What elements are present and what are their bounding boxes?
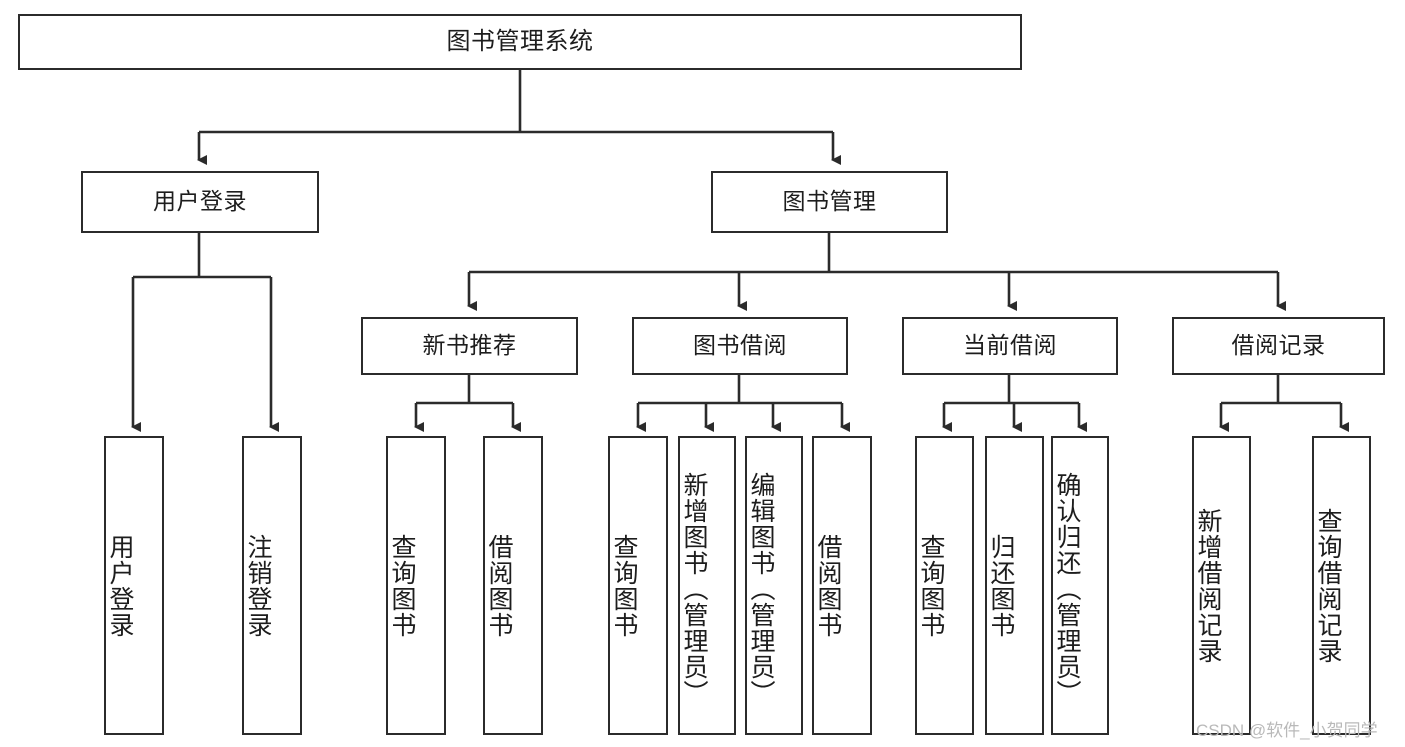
leaf-query-book-1[interactable]: 查询图书 bbox=[386, 436, 446, 735]
node-root-label: 图书管理系统 bbox=[446, 27, 594, 55]
leaf-user-logout[interactable]: 注销登录 bbox=[242, 436, 302, 735]
leaf-confirm-return-label: 确认归还（管理员） bbox=[1053, 471, 1081, 706]
node-borrow-record[interactable]: 借阅记录 bbox=[1172, 317, 1385, 375]
leaf-borrow-book-1[interactable]: 借阅图书 bbox=[483, 436, 543, 735]
leaf-return-book-label: 归还图书 bbox=[987, 533, 1015, 638]
leaf-add-book[interactable]: 新增图书（管理员） bbox=[678, 436, 736, 735]
node-user-login-label: 用户登录 bbox=[153, 188, 247, 215]
leaf-borrow-book-2-label: 借阅图书 bbox=[814, 533, 842, 638]
leaf-user-login[interactable]: 用户登录 bbox=[104, 436, 164, 735]
node-book-manage[interactable]: 图书管理 bbox=[711, 171, 948, 233]
node-new-book-recommend-label: 新书推荐 bbox=[422, 332, 517, 359]
node-current-borrow[interactable]: 当前借阅 bbox=[902, 317, 1118, 375]
leaf-user-login-label: 用户登录 bbox=[106, 533, 134, 638]
leaf-query-book-1-label: 查询图书 bbox=[388, 533, 416, 638]
leaf-query-book-3[interactable]: 查询图书 bbox=[915, 436, 974, 735]
leaf-query-book-2-label: 查询图书 bbox=[610, 533, 638, 638]
leaf-borrow-book-1-label: 借阅图书 bbox=[485, 533, 513, 638]
leaf-query-record-label: 查询借阅记录 bbox=[1314, 507, 1342, 664]
node-book-borrow-label: 图书借阅 bbox=[693, 332, 787, 359]
leaf-edit-book[interactable]: 编辑图书（管理员） bbox=[745, 436, 803, 735]
node-book-manage-label: 图书管理 bbox=[782, 188, 877, 215]
csdn-watermark: CSDN @软件_小贺同学 bbox=[1196, 721, 1378, 740]
leaf-add-record[interactable]: 新增借阅记录 bbox=[1192, 436, 1251, 735]
node-user-login[interactable]: 用户登录 bbox=[81, 171, 319, 233]
leaf-user-logout-label: 注销登录 bbox=[244, 533, 272, 638]
leaf-add-book-label: 新增图书（管理员） bbox=[680, 471, 708, 706]
node-current-borrow-label: 当前借阅 bbox=[963, 332, 1057, 359]
leaf-return-book[interactable]: 归还图书 bbox=[985, 436, 1044, 735]
node-borrow-record-label: 借阅记录 bbox=[1231, 332, 1326, 359]
leaf-borrow-book-2[interactable]: 借阅图书 bbox=[812, 436, 872, 735]
leaf-query-book-3-label: 查询图书 bbox=[917, 533, 945, 638]
leaf-query-record[interactable]: 查询借阅记录 bbox=[1312, 436, 1371, 735]
leaf-add-record-label: 新增借阅记录 bbox=[1194, 507, 1222, 664]
leaf-edit-book-label: 编辑图书（管理员） bbox=[747, 471, 775, 706]
node-new-book-recommend[interactable]: 新书推荐 bbox=[361, 317, 578, 375]
node-root[interactable]: 图书管理系统 bbox=[18, 14, 1022, 70]
leaf-query-book-2[interactable]: 查询图书 bbox=[608, 436, 668, 735]
node-book-borrow[interactable]: 图书借阅 bbox=[632, 317, 848, 375]
leaf-confirm-return[interactable]: 确认归还（管理员） bbox=[1051, 436, 1109, 735]
